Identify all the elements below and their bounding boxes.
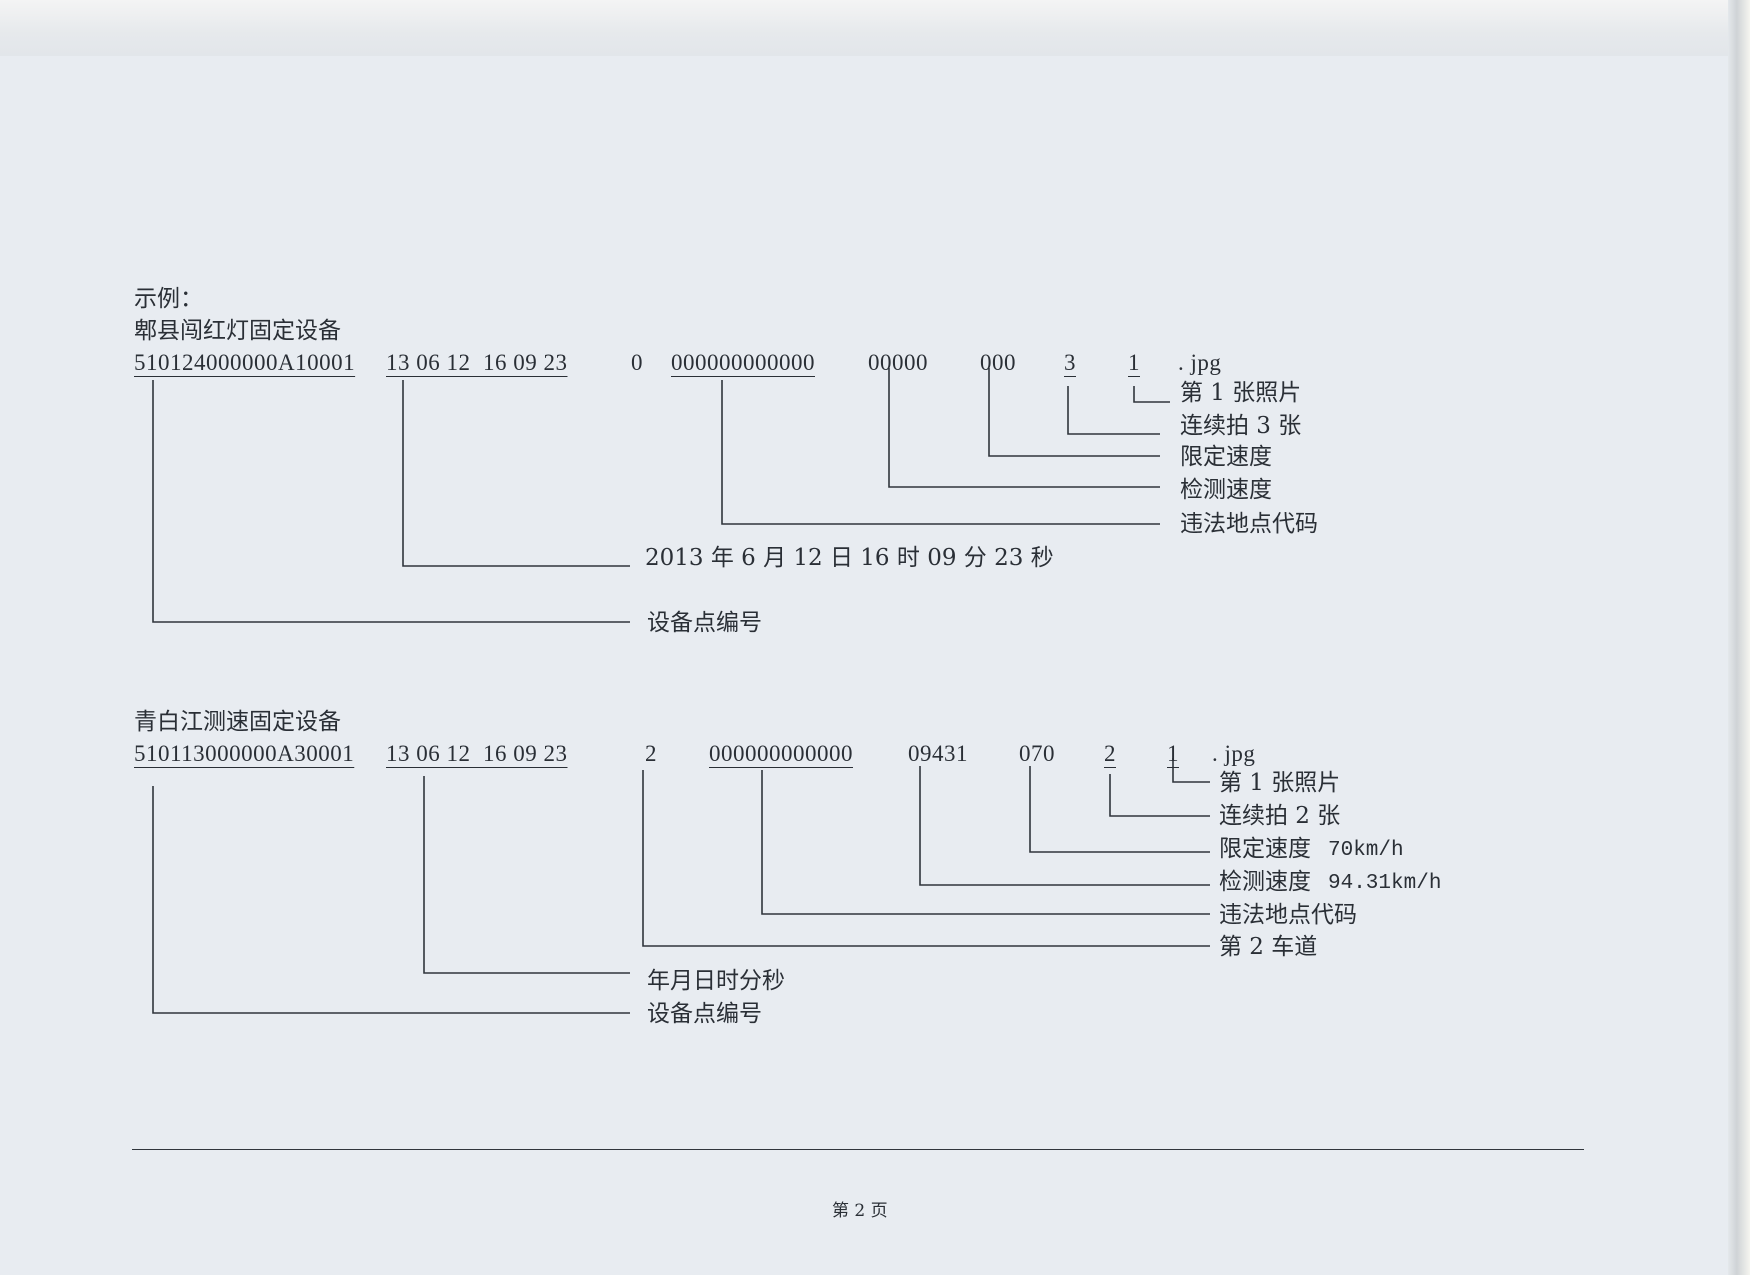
ex1-label-datetime: 2013 年 6 月 12 日 16 时 09 分 23 秒 bbox=[645, 545, 1054, 571]
ex1-connector-photo-index bbox=[1133, 386, 1170, 403]
ex2-lane: 2 bbox=[645, 741, 657, 766]
ex1-connector-detect-speed bbox=[888, 368, 1160, 488]
ex1-label-limit-speed: 限定速度 bbox=[1180, 444, 1272, 470]
ex1-photo-index: 1 bbox=[1128, 350, 1140, 375]
ex2-connector-device-code bbox=[152, 786, 630, 1014]
ex2-label-limit-speed-value: 70km/h bbox=[1328, 839, 1404, 862]
ex2-title: 青白江测速固定设备 bbox=[134, 709, 341, 735]
ex1-connector-device-code bbox=[152, 380, 630, 623]
ex1-location-code: 000000000000 bbox=[671, 350, 815, 375]
ex2-connector-limit-speed bbox=[1029, 766, 1210, 853]
page-number: 第 2 页 bbox=[832, 1201, 888, 1221]
ex1-label-photo-index: 第 1 张照片 bbox=[1180, 380, 1302, 406]
ex1-device-code: 510124000000A10001 bbox=[134, 350, 356, 375]
ex1-photo-count: 3 bbox=[1064, 350, 1076, 375]
ex2-label-datetime: 年月日时分秒 bbox=[647, 968, 785, 994]
ex2-label-location-code: 违法地点代码 bbox=[1219, 902, 1357, 928]
ex2-label-detect-speed: 检测速度 bbox=[1219, 869, 1311, 895]
ex2-label-device-code: 设备点编号 bbox=[647, 1001, 762, 1027]
ex1-extension: . jpg bbox=[1178, 350, 1222, 375]
ex1-title: 郫县闯红灯固定设备 bbox=[134, 318, 341, 344]
ex2-connector-photo-index bbox=[1172, 758, 1210, 783]
ex2-connector-photo-count bbox=[1109, 774, 1210, 817]
scan-right-edge bbox=[1728, 0, 1750, 1275]
ex2-photo-count: 2 bbox=[1104, 741, 1116, 766]
ex1-label-device-code: 设备点编号 bbox=[647, 610, 762, 636]
ex2-location-code: 000000000000 bbox=[709, 741, 853, 766]
ex1-connector-location-code bbox=[721, 380, 1160, 525]
ex1-label-detect-speed: 检测速度 bbox=[1180, 477, 1272, 503]
ex2-extension: . jpg bbox=[1212, 741, 1256, 766]
ex2-datetime: 13 06 12 16 09 23 bbox=[386, 741, 568, 766]
ex2-connector-detect-speed bbox=[919, 766, 1210, 886]
ex1-label-location-code: 违法地点代码 bbox=[1180, 511, 1318, 537]
ex2-label-photo-count: 连续拍 2 张 bbox=[1219, 803, 1341, 829]
ex1-connector-limit-speed bbox=[988, 368, 1160, 457]
ex1-connector-datetime bbox=[402, 380, 630, 567]
ex1-label-photo-count: 连续拍 3 张 bbox=[1180, 413, 1302, 439]
ex1-connector-photo-count bbox=[1067, 386, 1160, 435]
ex2-connector-lane bbox=[642, 770, 1210, 947]
document-page bbox=[0, 56, 1728, 1275]
ex2-device-code: 510113000000A30001 bbox=[134, 741, 355, 766]
ex2-label-limit-speed: 限定速度 bbox=[1219, 836, 1311, 862]
ex1-detect-speed: 00000 bbox=[868, 350, 928, 375]
ex1-datetime: 13 06 12 16 09 23 bbox=[386, 350, 568, 375]
ex2-connector-location-code bbox=[761, 770, 1210, 915]
footer-rule bbox=[132, 1149, 1584, 1150]
ex2-label-detect-speed-value: 94.31km/h bbox=[1328, 872, 1442, 895]
example-heading: 示例： bbox=[134, 286, 203, 312]
ex2-label-photo-index: 第 1 张照片 bbox=[1219, 770, 1341, 796]
ex1-limit-speed: 000 bbox=[980, 350, 1016, 375]
ex2-limit-speed: 070 bbox=[1019, 741, 1055, 766]
ex2-photo-index: 1 bbox=[1167, 741, 1179, 766]
ex1-lane: 0 bbox=[631, 350, 643, 375]
ex2-detect-speed: 09431 bbox=[908, 741, 968, 766]
ex2-label-lane: 第 2 车道 bbox=[1219, 934, 1318, 960]
ex2-connector-datetime bbox=[423, 776, 630, 974]
